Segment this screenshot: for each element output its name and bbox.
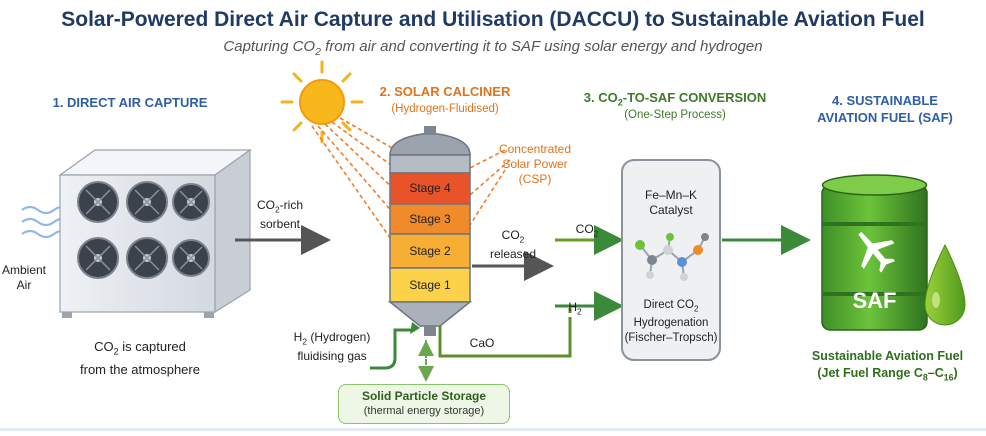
saf-barrel	[821, 174, 928, 331]
storage-box: Solid Particle Storage (thermal energy s…	[338, 384, 510, 424]
storage-subtitle: (thermal energy storage)	[363, 405, 485, 417]
calciner-heading: 2. SOLAR CALCINER	[379, 84, 511, 99]
saf-name-label: Sustainable Aviation Fuel (Jet Fuel Rang…	[811, 349, 964, 383]
sun-icon	[280, 60, 364, 144]
stage-2-label: Stage 2	[409, 244, 451, 258]
bottom-rule	[0, 428, 986, 431]
stage-4-label: Stage 4	[409, 181, 451, 195]
saf-heading: 4. SUSTAINABLE AVIATION FUEL (SAF)	[817, 93, 953, 125]
solar-rays	[311, 117, 396, 246]
reactor-box	[621, 159, 721, 361]
calciner-vessel	[387, 126, 473, 336]
conversion-heading: 3. CO2-TO-SAF CONVERSION	[583, 90, 767, 108]
fuel-drop-icon	[924, 243, 966, 326]
co2-captured-label: CO2 is captured from the atmosphere	[80, 339, 200, 377]
airplane-icon	[858, 231, 896, 273]
h2-fluid-line	[370, 328, 415, 370]
conversion-subheading: (One-Step Process)	[624, 109, 726, 121]
h2-in-label: H2	[568, 300, 582, 317]
cao-label: CaO	[469, 336, 495, 350]
stage-3-label: Stage 3	[409, 212, 451, 226]
co2-released-label: CO2 released	[489, 228, 537, 262]
page-subtitle: Capturing CO2 from air and converting it…	[223, 38, 763, 58]
co2-rich-sorbent-label: CO2-rich sorbent	[256, 198, 303, 232]
csp-rays	[469, 149, 511, 226]
page-title: Solar-Powered Direct Air Capture and Uti…	[61, 8, 925, 31]
barrel-saf-label: SAF	[852, 288, 897, 313]
molecule-icon	[635, 233, 709, 281]
hydrogenation-label: Direct CO2 Hydrogenation (Fischer–Tropsc…	[624, 299, 718, 345]
storage-title: Solid Particle Storage	[361, 389, 487, 403]
calciner-subheading: (Hydrogen-Fluidised)	[391, 103, 499, 115]
cao-line	[438, 322, 572, 358]
stage-1-label: Stage 1	[409, 278, 451, 292]
stage-labels: Stage 4 Stage 3 Stage 2 Stage 1	[394, 0, 466, 436]
fan-unit-icon	[58, 148, 252, 318]
h2-fluidising-label: H2 (Hydrogen) fluidising gas	[293, 330, 371, 364]
dac-heading: 1. DIRECT AIR CAPTURE	[52, 95, 208, 110]
co2-in-label: CO2	[575, 222, 599, 239]
